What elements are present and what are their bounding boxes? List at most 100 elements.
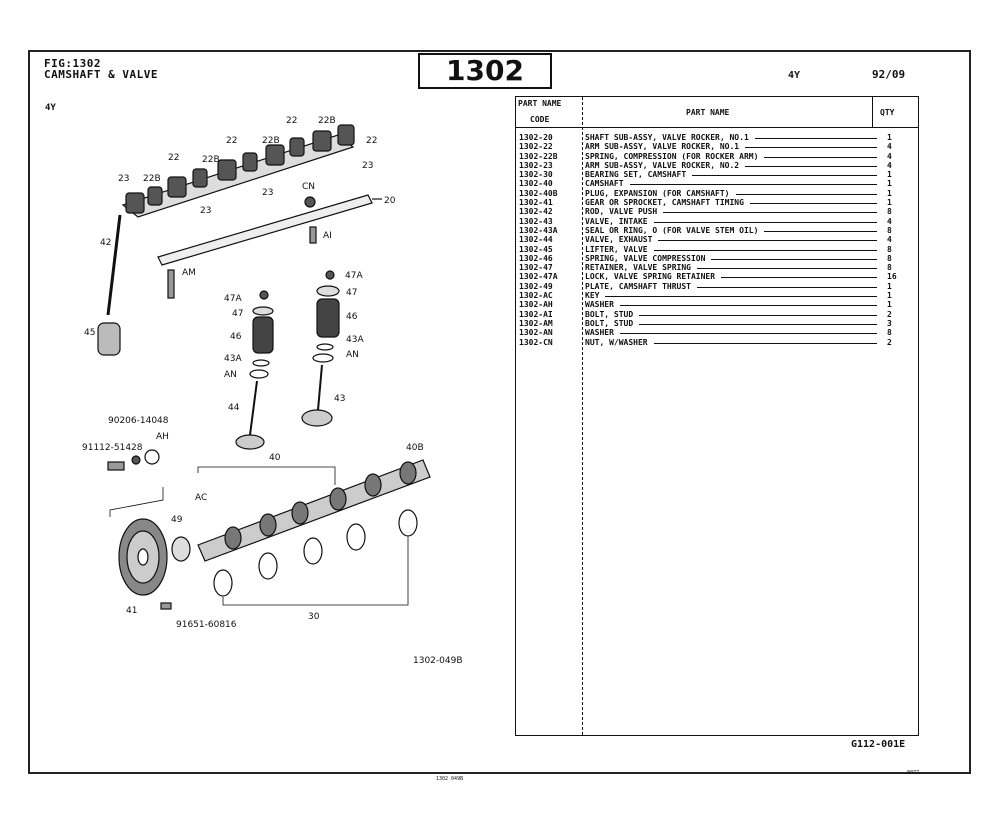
rocker-arm-assembly	[121, 124, 355, 218]
leader-line	[711, 258, 877, 260]
header-code: CODE	[530, 115, 550, 124]
part-qty: 8	[887, 253, 892, 263]
part-qty: 1	[887, 281, 892, 291]
engine-model-right: 4Y	[788, 70, 801, 81]
footer-center-mark: 1302 049B	[436, 776, 464, 782]
callout-44: 44	[228, 403, 240, 413]
callout-ac: AC	[195, 493, 207, 503]
part-code: 1302-46	[519, 253, 553, 263]
part-qty: 3	[887, 318, 892, 328]
leader-line	[745, 147, 877, 149]
part-name: VALVE, EXHAUST	[585, 235, 653, 245]
part-name: SEAL OR RING, O (FOR VALVE STEM OIL)	[585, 225, 759, 235]
callout-am: AM	[182, 268, 196, 278]
issue-date: 92/09	[872, 68, 906, 81]
leader-line	[721, 277, 877, 279]
callout-47: 47	[346, 288, 357, 298]
part-code: 1302-23	[519, 160, 553, 170]
intake-valve-stack	[301, 270, 340, 427]
callout-43a: 43A	[346, 335, 364, 345]
part-name: LIFTER, VALVE	[585, 244, 648, 254]
illustration-reference: 1302-049B	[413, 656, 463, 666]
callout-22b: 22B	[262, 136, 280, 146]
part-qty: 1	[887, 133, 892, 142]
part-code: 1302-40	[519, 179, 553, 189]
callout-22: 22	[168, 153, 179, 163]
callout-46: 46	[230, 332, 242, 342]
callout-47a: 47A	[345, 271, 363, 281]
part-qty: 8	[887, 328, 892, 338]
callout-ai: AI	[323, 231, 332, 241]
leader-line	[620, 333, 877, 335]
part-name: BOLT, STUD	[585, 309, 634, 319]
callout-20: 20	[384, 196, 396, 206]
camshaft-bearings	[213, 509, 418, 597]
callout-91112-51428: 91112-51428	[82, 443, 143, 453]
leader-line	[654, 249, 877, 251]
figure-number-label: FIG:1302	[44, 57, 101, 70]
leader-line	[654, 221, 877, 223]
callout-22: 22	[286, 116, 297, 126]
part-code: 1302-43	[519, 216, 553, 226]
table-row: 1302-41 GEAR OR SPROCKET, CAMSHAFT TIMING…	[517, 198, 917, 207]
callout-43a: 43A	[224, 354, 242, 364]
part-code: 1302-47	[519, 263, 553, 273]
callout-ah: AH	[156, 432, 169, 442]
part-name: NUT, W/WASHER	[585, 337, 648, 347]
part-qty: 8	[887, 244, 892, 254]
part-qty: 1	[887, 300, 892, 310]
callout-45: 45	[84, 328, 95, 338]
part-code: 1302-AC	[519, 291, 553, 301]
callout-40: 40	[269, 453, 281, 463]
figure-number-box: 1302	[418, 53, 552, 89]
part-name: RETAINER, VALVE SPRING	[585, 263, 691, 273]
part-name: GEAR OR SPROCKET, CAMSHAFT TIMING	[585, 198, 744, 208]
part-code: 1302-41	[519, 198, 553, 208]
part-code: 1302-22B	[519, 151, 558, 161]
part-name: PLUG, EXPANSION (FOR CAMSHAFT)	[585, 188, 730, 198]
leader-line	[736, 193, 877, 195]
leader-line	[630, 184, 877, 186]
part-name: BEARING SET, CAMSHAFT	[585, 170, 687, 180]
leader-line	[663, 212, 877, 214]
header-part-name-code: PART NAME	[518, 99, 562, 108]
part-name: SHAFT SUB-ASSY, VALVE ROCKER, NO.1	[585, 133, 749, 142]
leader-line	[639, 314, 877, 316]
leader-line	[620, 305, 877, 307]
part-qty: 4	[887, 151, 892, 161]
rocker-shaft	[157, 194, 382, 266]
part-qty: 8	[887, 207, 892, 217]
part-name: ROD, VALVE PUSH	[585, 207, 658, 217]
exhaust-valve-stack	[235, 290, 274, 450]
callout-90206-14048: 90206-14048	[108, 416, 169, 426]
catalog-sheet-border	[28, 50, 971, 774]
part-code: 1302-CN	[519, 337, 553, 347]
callout-23: 23	[200, 206, 211, 216]
callout-22b: 22B	[202, 155, 220, 165]
table-row: 1302-CN NUT, W/WASHER 2	[517, 338, 917, 347]
callout-22b: 22B	[143, 174, 161, 184]
part-name: KEY	[585, 291, 600, 301]
callout-22: 22	[226, 136, 237, 146]
part-qty: 2	[887, 337, 892, 347]
leader-line	[692, 175, 877, 177]
part-code: 1302-49	[519, 281, 553, 291]
leader-line	[697, 286, 877, 288]
leader-line	[764, 230, 877, 232]
part-name: SPRING, COMPRESSION (FOR ROCKER ARM)	[585, 151, 759, 161]
callout-22: 22	[366, 136, 377, 146]
leader-line	[697, 268, 877, 270]
camshaft	[197, 459, 431, 562]
